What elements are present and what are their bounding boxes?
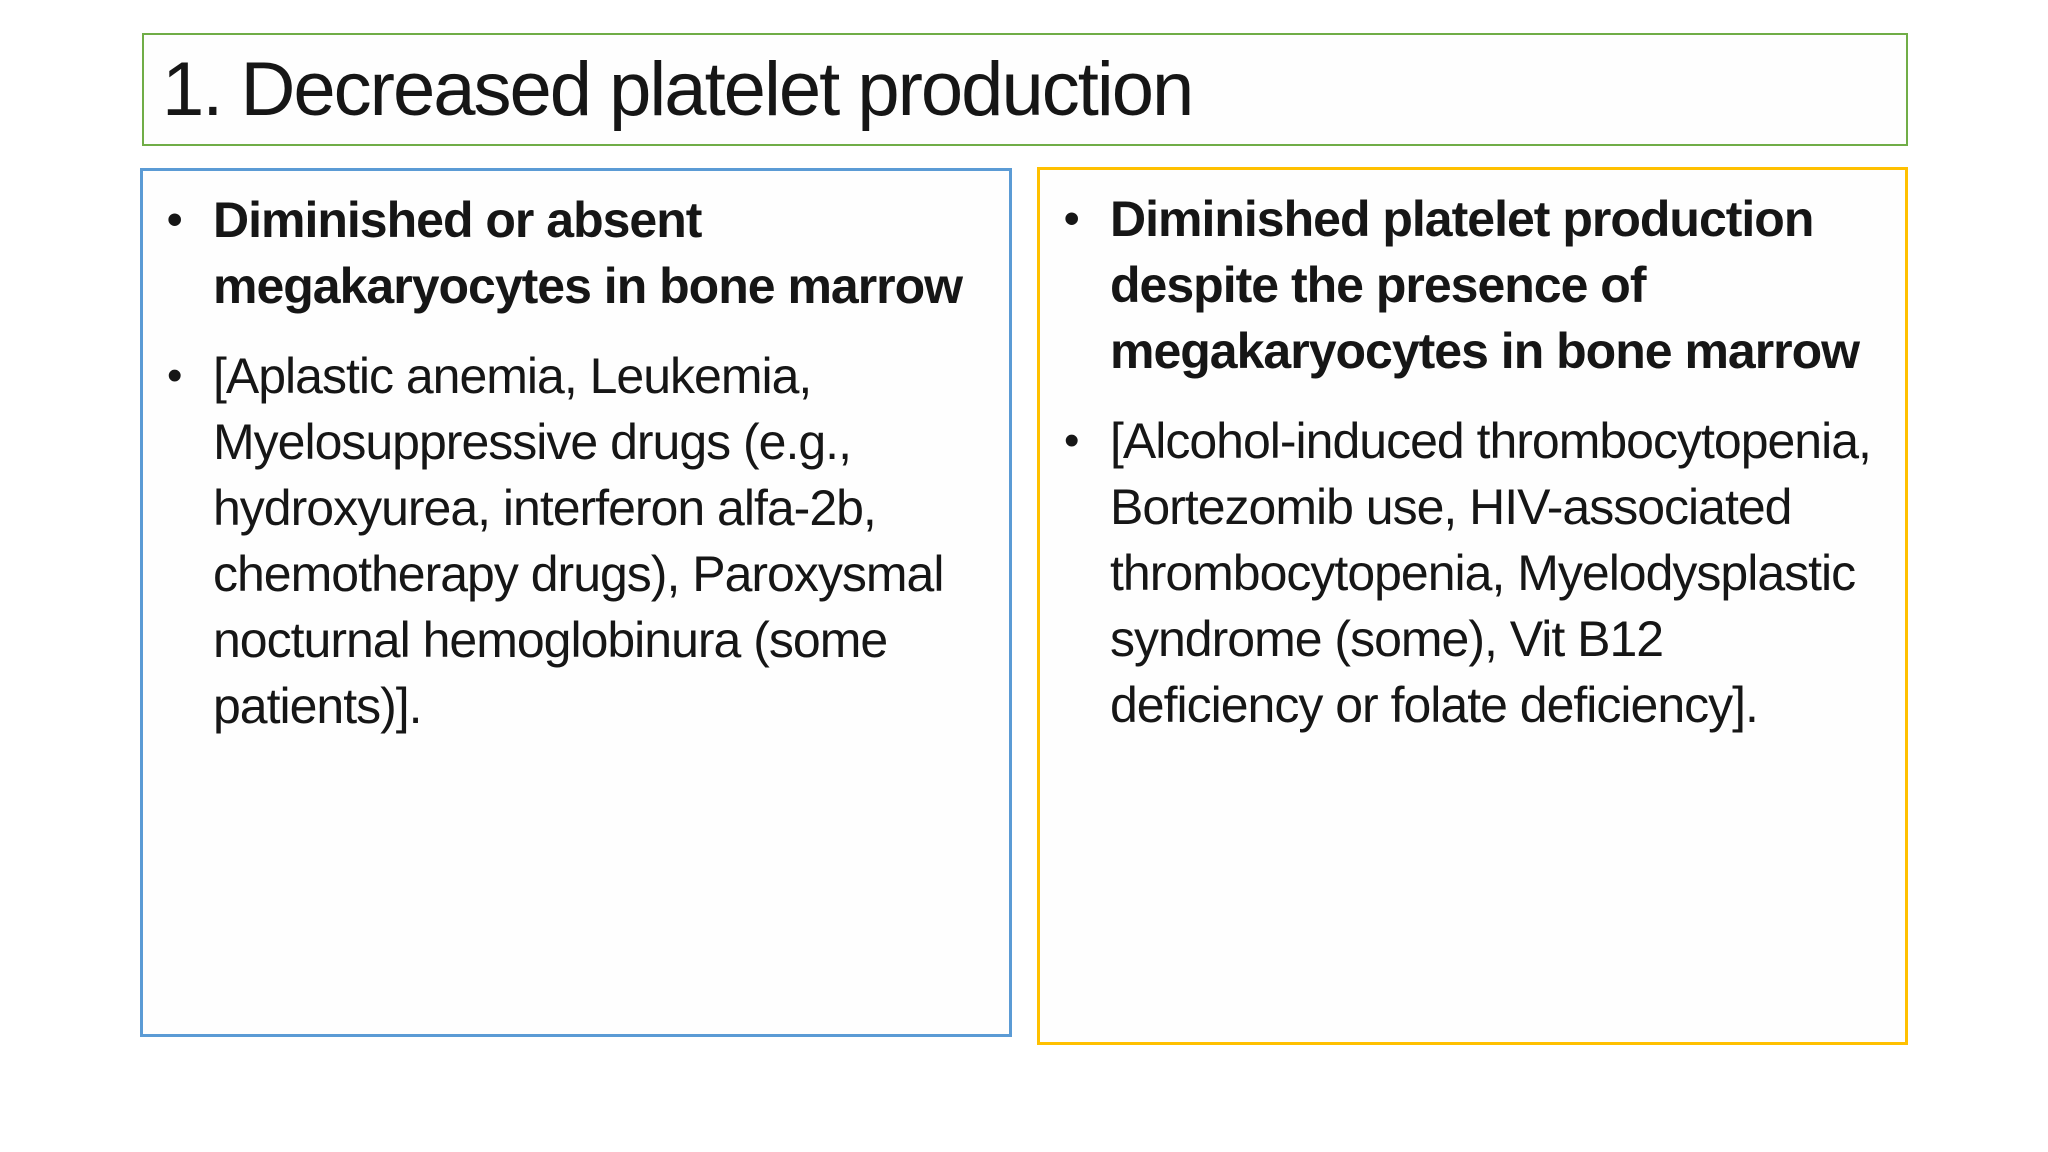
list-item: • [Alcohol-induced thrombocytopenia, Bor… bbox=[1058, 408, 1885, 738]
right-bullet-1-text: Diminished platelet production despite t… bbox=[1110, 191, 1860, 379]
slide-title: 1. Decreased platelet production bbox=[162, 47, 1194, 132]
bullet-icon: • bbox=[167, 195, 182, 244]
left-bullet-2-text: [Aplastic anemia, Leukemia, Myelosuppres… bbox=[213, 348, 944, 734]
right-bullet-2-text: [Alcohol-induced thrombocytopenia, Borte… bbox=[1110, 413, 1872, 733]
list-item: • Diminished or absent megakaryocytes in… bbox=[161, 187, 989, 319]
bullet-icon: • bbox=[1064, 194, 1079, 243]
right-text-box: • Diminished platelet production despite… bbox=[1037, 167, 1908, 1045]
left-text-box: • Diminished or absent megakaryocytes in… bbox=[140, 168, 1012, 1037]
bullet-icon: • bbox=[1064, 416, 1079, 465]
left-bullet-1-text: Diminished or absent megakaryocytes in b… bbox=[213, 192, 963, 314]
list-item: • Diminished platelet production despite… bbox=[1058, 186, 1885, 384]
bullet-icon: • bbox=[167, 351, 182, 400]
list-item: • [Aplastic anemia, Leukemia, Myelosuppr… bbox=[161, 343, 989, 739]
title-box: 1. Decreased platelet production bbox=[142, 33, 1908, 146]
